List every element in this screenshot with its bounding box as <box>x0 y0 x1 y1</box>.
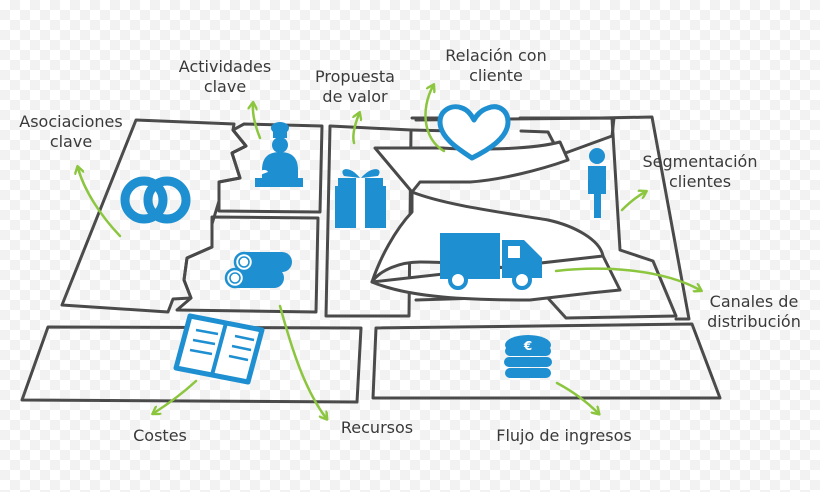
label-relacion: Relación con cliente <box>445 46 547 85</box>
arrow-flujo <box>555 381 598 413</box>
block-right <box>414 116 678 320</box>
coins-icon: € <box>504 335 552 378</box>
svg-text:€: € <box>523 339 532 353</box>
arrow-costes <box>154 379 198 413</box>
block-propuesta <box>324 124 413 318</box>
gift-icon <box>335 169 386 228</box>
arrow-actividades <box>253 104 262 140</box>
label-segmentacion: Segmentación clientes <box>642 152 758 191</box>
label-canales: Canales de distribución <box>707 292 801 331</box>
arrow-canales <box>554 267 700 290</box>
label-flujo: Flujo de ingresos <box>496 426 632 445</box>
logs-icon <box>224 251 292 289</box>
heart-icon <box>437 104 511 161</box>
label-costes: Costes <box>133 426 187 445</box>
rings-icon <box>120 176 191 224</box>
label-asociaciones: Asociaciones clave <box>19 112 123 151</box>
book-icon <box>173 313 265 385</box>
label-actividades: Actividades clave <box>178 57 272 96</box>
arrow-relacion <box>424 86 446 153</box>
block-actividades <box>217 122 324 214</box>
block-ingresos <box>371 322 722 400</box>
block-segmentacion <box>598 115 691 321</box>
arrow-recursos <box>278 304 326 418</box>
block-recursos <box>175 215 320 314</box>
label-propuesta: Propuesta de valor <box>315 67 395 106</box>
chef-icon <box>255 122 303 187</box>
label-recursos: Recursos <box>340 418 414 437</box>
person-icon <box>588 148 606 218</box>
arrow-segmentacion <box>620 192 645 212</box>
arrow-propuesta <box>352 114 359 145</box>
arrow-asociaciones <box>78 168 122 238</box>
truck-icon <box>440 233 542 290</box>
